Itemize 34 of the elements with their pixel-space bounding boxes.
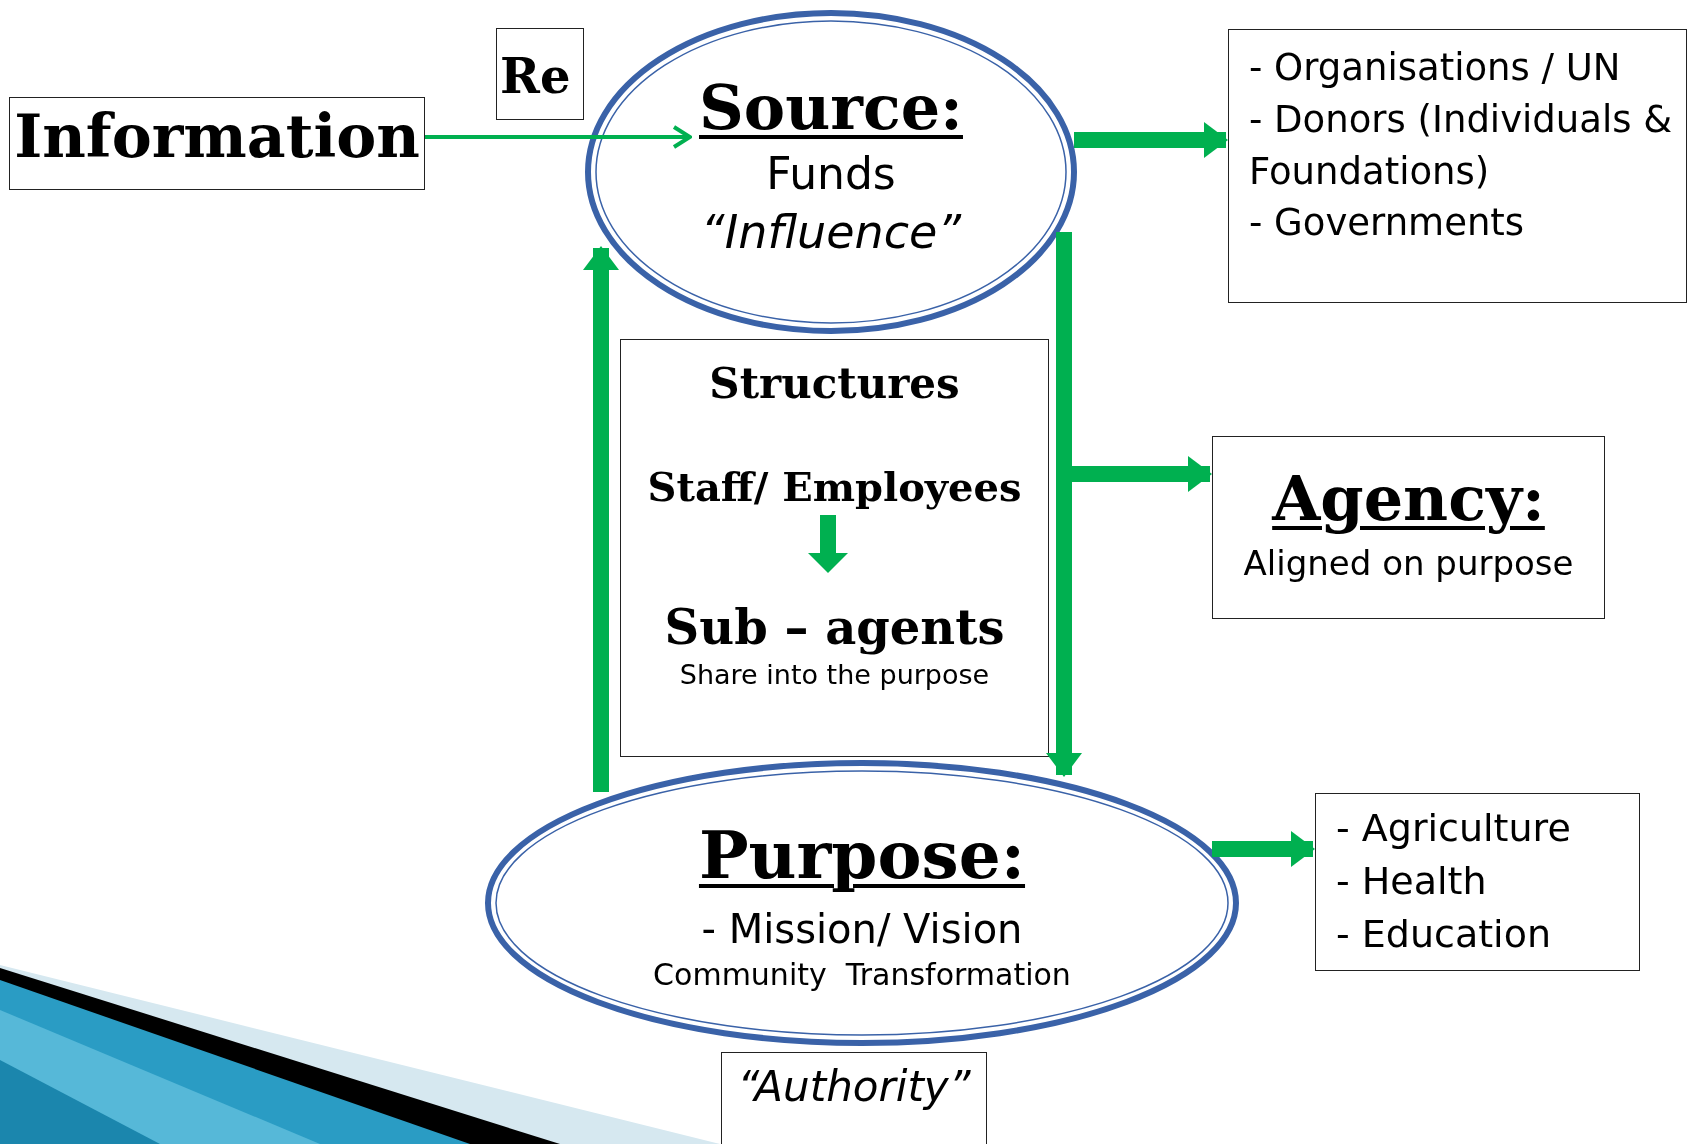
structures-box [620, 339, 1049, 757]
list-box [1315, 793, 1640, 971]
list-item: - Donors (Individuals & Foundations) [1249, 96, 1674, 195]
text-box [496, 28, 584, 120]
text-box [721, 1052, 987, 1144]
list-item: - Organisations / UN [1249, 45, 1622, 91]
ellipse-heading: Purpose: [697, 818, 1027, 894]
box-subtext: Aligned on purpose [1242, 544, 1575, 584]
ellipse-text: - Mission/ Vision [700, 905, 1024, 952]
agency-box [1212, 436, 1605, 619]
box-heading: Structures [708, 360, 961, 409]
ellipse-text: Community Transformation [652, 957, 1072, 993]
arrow [425, 125, 692, 149]
arrow [583, 246, 619, 792]
purpose-ellipse [485, 760, 1239, 1046]
box-label: Information [13, 102, 421, 171]
box-label: Re [500, 49, 572, 105]
arrow [1212, 831, 1315, 867]
list-item: - Agriculture [1336, 805, 1572, 852]
arrow [1074, 122, 1228, 158]
list-box [1228, 29, 1687, 303]
list-item: - Governments [1249, 200, 1526, 247]
box-label: Sub – agents [663, 600, 1006, 656]
box-subtext: Share into the purpose [678, 659, 991, 691]
box-label: “Authority” [736, 1063, 972, 1112]
ellipse-heading: Source: [698, 72, 964, 144]
list-item: - Health [1336, 858, 1488, 906]
source-ellipse [585, 10, 1077, 334]
box-label: Staff/ Employees [646, 464, 1023, 511]
text-box [9, 97, 425, 190]
box-heading: Agency: [1270, 463, 1546, 535]
ellipse-text: “Influence” [699, 205, 963, 259]
ellipse-text: Funds [765, 149, 897, 200]
list-item: - Education [1336, 911, 1552, 959]
